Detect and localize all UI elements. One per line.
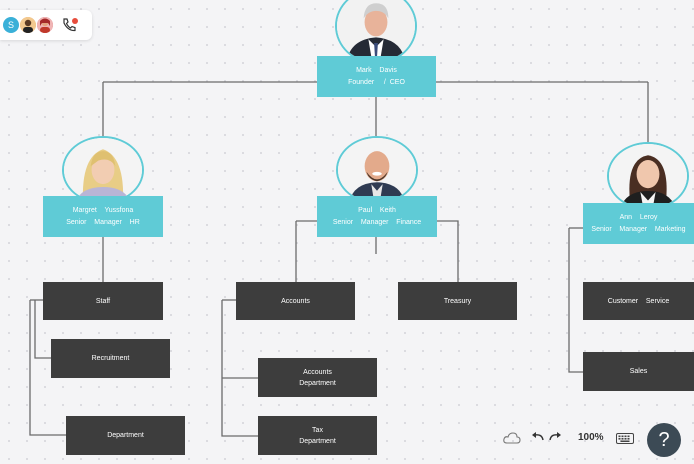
- name-finance: Paul Keith: [358, 206, 396, 214]
- connector-to-treasury: [437, 220, 459, 282]
- dept-accounts-dept-line1: Accounts: [303, 368, 332, 376]
- dept-tax[interactable]: Tax Department: [258, 416, 377, 455]
- user-avatar-2[interactable]: [20, 17, 36, 33]
- keyboard-icon[interactable]: [615, 431, 635, 445]
- help-icon: ?: [658, 428, 670, 451]
- dept-accounts-department[interactable]: Accounts Department: [258, 358, 377, 397]
- title-finance: Senior Manager Finance: [332, 218, 422, 226]
- dept-recruitment[interactable]: Recruitment: [51, 339, 170, 378]
- connector-marketing-trunk: [568, 228, 583, 373]
- call-icon[interactable]: [60, 16, 80, 34]
- dept-accounts[interactable]: Accounts: [236, 282, 355, 320]
- dept-tax-line2: Department: [299, 437, 336, 445]
- avatar-hr: [62, 136, 144, 204]
- user-initial: S: [7, 20, 14, 30]
- undo-icon[interactable]: [530, 430, 546, 446]
- zoom-level-text: 100%: [578, 432, 604, 443]
- help-button[interactable]: ?: [647, 423, 681, 457]
- avatar-ceo: [335, 0, 417, 64]
- dept-recruitment-label: Recruitment: [91, 355, 130, 362]
- label-ceo: Mark Davis Founder / CEO: [317, 56, 436, 97]
- dept-sales-label: Sales: [629, 368, 648, 375]
- name-ceo: Mark Davis: [356, 66, 397, 74]
- cloud-icon[interactable]: [502, 430, 522, 446]
- user-avatar-s[interactable]: S: [3, 17, 19, 33]
- connector-accounts-trunk: [221, 300, 258, 437]
- dept-accounts-dept-line2: Department: [299, 379, 336, 387]
- dept-customer-service[interactable]: Customer Service: [583, 282, 694, 320]
- dept-department[interactable]: Department: [66, 416, 185, 455]
- dept-tax-line1: Tax: [312, 426, 323, 434]
- dept-accounts-label: Accounts: [281, 297, 310, 305]
- dept-sales[interactable]: Sales: [583, 352, 694, 391]
- avatar-marketing: [607, 142, 689, 210]
- dept-staff[interactable]: Staff: [43, 282, 163, 320]
- zoom-level[interactable]: 100%: [578, 432, 604, 443]
- title-hr: Senior Manager HR: [66, 218, 140, 226]
- connector-recruitment: [34, 300, 51, 359]
- label-finance: Paul Keith Senior Manager Finance: [317, 196, 437, 237]
- collaborators-bar: S: [0, 10, 92, 40]
- avatar-finance: [336, 136, 418, 204]
- label-marketing: Ann Leroy Senior Manager Marketing: [583, 203, 694, 244]
- title-marketing: Senior Manager Marketing: [591, 225, 686, 233]
- connector-left-trunk: [29, 300, 66, 436]
- user-avatar-3[interactable]: [37, 17, 53, 33]
- dept-treasury[interactable]: Treasury: [398, 282, 517, 320]
- title-ceo: Founder / CEO: [348, 78, 405, 86]
- label-hr: Margret Yussfona Senior Manager HR: [43, 196, 163, 237]
- dept-staff-label: Staff: [95, 297, 111, 305]
- dept-customer-service-label: Customer Service: [607, 297, 670, 305]
- dept-department-label: Department: [107, 432, 144, 439]
- name-hr: Margret Yussfona: [72, 206, 134, 214]
- redo-icon[interactable]: [547, 430, 563, 446]
- dept-treasury-label: Treasury: [443, 297, 472, 305]
- name-marketing: Ann Leroy: [619, 213, 658, 221]
